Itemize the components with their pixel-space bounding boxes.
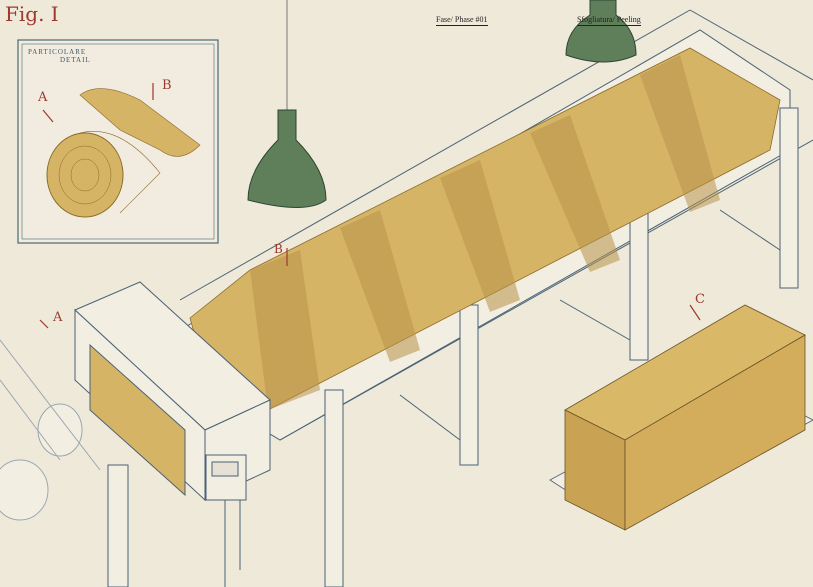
inset-title-line1: Particolare [28, 48, 87, 56]
inset-marker-a: A [38, 90, 48, 105]
conveyor-leg [629, 199, 649, 361]
marker-b: B [274, 242, 283, 256]
conveyor-leg [779, 107, 799, 289]
peeling-machine [74, 281, 271, 587]
veneer-block [549, 304, 813, 531]
step-label: Sfogliatura/ Peeling [577, 15, 641, 26]
marker-c: C [695, 292, 705, 307]
log-stack [0, 339, 101, 521]
figure-title: Fig. I [5, 2, 59, 26]
marker-arrows [39, 83, 701, 329]
conveyor-leg [459, 304, 479, 466]
phase-label: Fase/ Phase #01 [436, 15, 488, 26]
veneer-waves [250, 55, 720, 410]
conveyor-leg [107, 464, 129, 587]
conveyor-leg [324, 389, 344, 587]
inset-marker-b: B [162, 78, 172, 93]
marker-a: A [53, 310, 63, 325]
inset-title-line2: Detail [60, 56, 91, 64]
detail-inset [17, 39, 219, 244]
lamp-right [565, 0, 637, 63]
lamp-left [247, 0, 327, 208]
